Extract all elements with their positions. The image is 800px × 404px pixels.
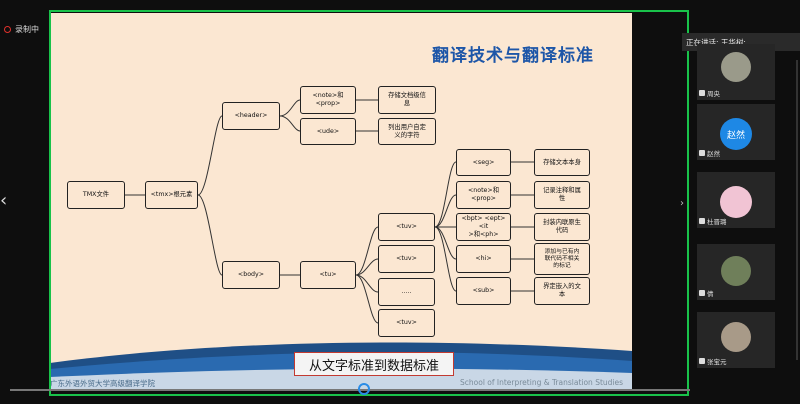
- desc-record-notes: 记录注释和属 性: [534, 181, 590, 209]
- node-tuv-3: <tuv>: [378, 309, 435, 337]
- progress-track[interactable]: [10, 389, 690, 391]
- mic-icon: [699, 90, 705, 96]
- diagram-connectors: [125, 99, 534, 324]
- node-bpt-ept-it-ph: <bpt> <ept> <it >和<ph>: [456, 213, 511, 241]
- participant-name: 赵然: [707, 150, 720, 158]
- mic-icon: [699, 290, 705, 296]
- mic-icon: [699, 218, 705, 224]
- mic-icon: [699, 358, 705, 364]
- slide-subtitle: 从文字标准到数据标准: [294, 352, 454, 376]
- mic-icon: [699, 150, 705, 156]
- node-tmx-root: <tmx>根元素: [145, 181, 198, 209]
- node-tuv-2: <tuv>: [378, 245, 435, 273]
- slide-title: 翻译技术与翻译标准: [432, 46, 594, 66]
- node-note-prop-header: <note>和 <prop>: [300, 86, 356, 114]
- node-seg: <seg>: [456, 149, 511, 176]
- record-icon: [4, 25, 11, 33]
- shared-slide: 翻译技术与翻译标准: [50, 13, 632, 391]
- node-hi: <hi>: [456, 245, 511, 273]
- recording-indicator: 录制中: [4, 22, 39, 36]
- node-tuv-ellipsis: .....: [378, 278, 435, 306]
- participant-name: 倩: [707, 290, 714, 298]
- node-ude: <ude>: [300, 118, 356, 145]
- participant-tile[interactable]: 赵然 赵然: [697, 104, 775, 160]
- desc-delimit: 添加与已有内 联代码不相关 的标记: [534, 243, 590, 275]
- participant-tile[interactable]: 周央: [697, 44, 775, 100]
- node-tmx-file: TMX文件: [67, 181, 125, 209]
- previous-slide-button[interactable]: ‹: [0, 190, 8, 211]
- slide-footer-school: School of Interpreting & Translation Stu…: [460, 378, 624, 387]
- node-sub: <sub>: [456, 277, 511, 305]
- desc-store-document: 存储文档级信 息: [378, 86, 436, 114]
- next-page-button[interactable]: ›: [680, 198, 684, 209]
- participant-scrollbar[interactable]: [796, 60, 798, 360]
- node-note-prop-body: <note>和 <prop>: [456, 181, 511, 209]
- avatar: [721, 322, 751, 352]
- node-header: <header>: [222, 102, 280, 130]
- desc-list-user-chars: 列出用户自定 义的字符: [378, 118, 436, 145]
- participant-tile[interactable]: 倩: [697, 244, 775, 300]
- desc-store-text: 存储文本本身: [534, 149, 590, 176]
- participant-name: 张宝元: [707, 358, 727, 366]
- avatar: [721, 52, 751, 82]
- participant-name: 杜晋璐: [707, 218, 727, 226]
- recording-label: 录制中: [15, 24, 39, 34]
- desc-define-embedded: 界定嵌入的文 本: [534, 277, 590, 305]
- node-tu: <tu>: [300, 261, 356, 289]
- avatar: [720, 186, 752, 218]
- avatar: 赵然: [720, 118, 752, 150]
- node-tuv-1: <tuv>: [378, 213, 435, 241]
- slide-footer-institution: 广东外语外贸大学高级翻译学院: [50, 379, 155, 388]
- progress-knob[interactable]: [357, 383, 370, 395]
- participant-tile[interactable]: 杜晋璐: [697, 172, 775, 228]
- participant-name: 周央: [707, 90, 720, 98]
- speaking-label: 正在讲话: 王华树;: [686, 37, 746, 47]
- participant-tile[interactable]: 张宝元: [697, 312, 775, 368]
- avatar: [721, 256, 751, 286]
- node-body: <body>: [222, 261, 280, 289]
- desc-wrap-code: 封装内联原生 代码: [534, 213, 590, 241]
